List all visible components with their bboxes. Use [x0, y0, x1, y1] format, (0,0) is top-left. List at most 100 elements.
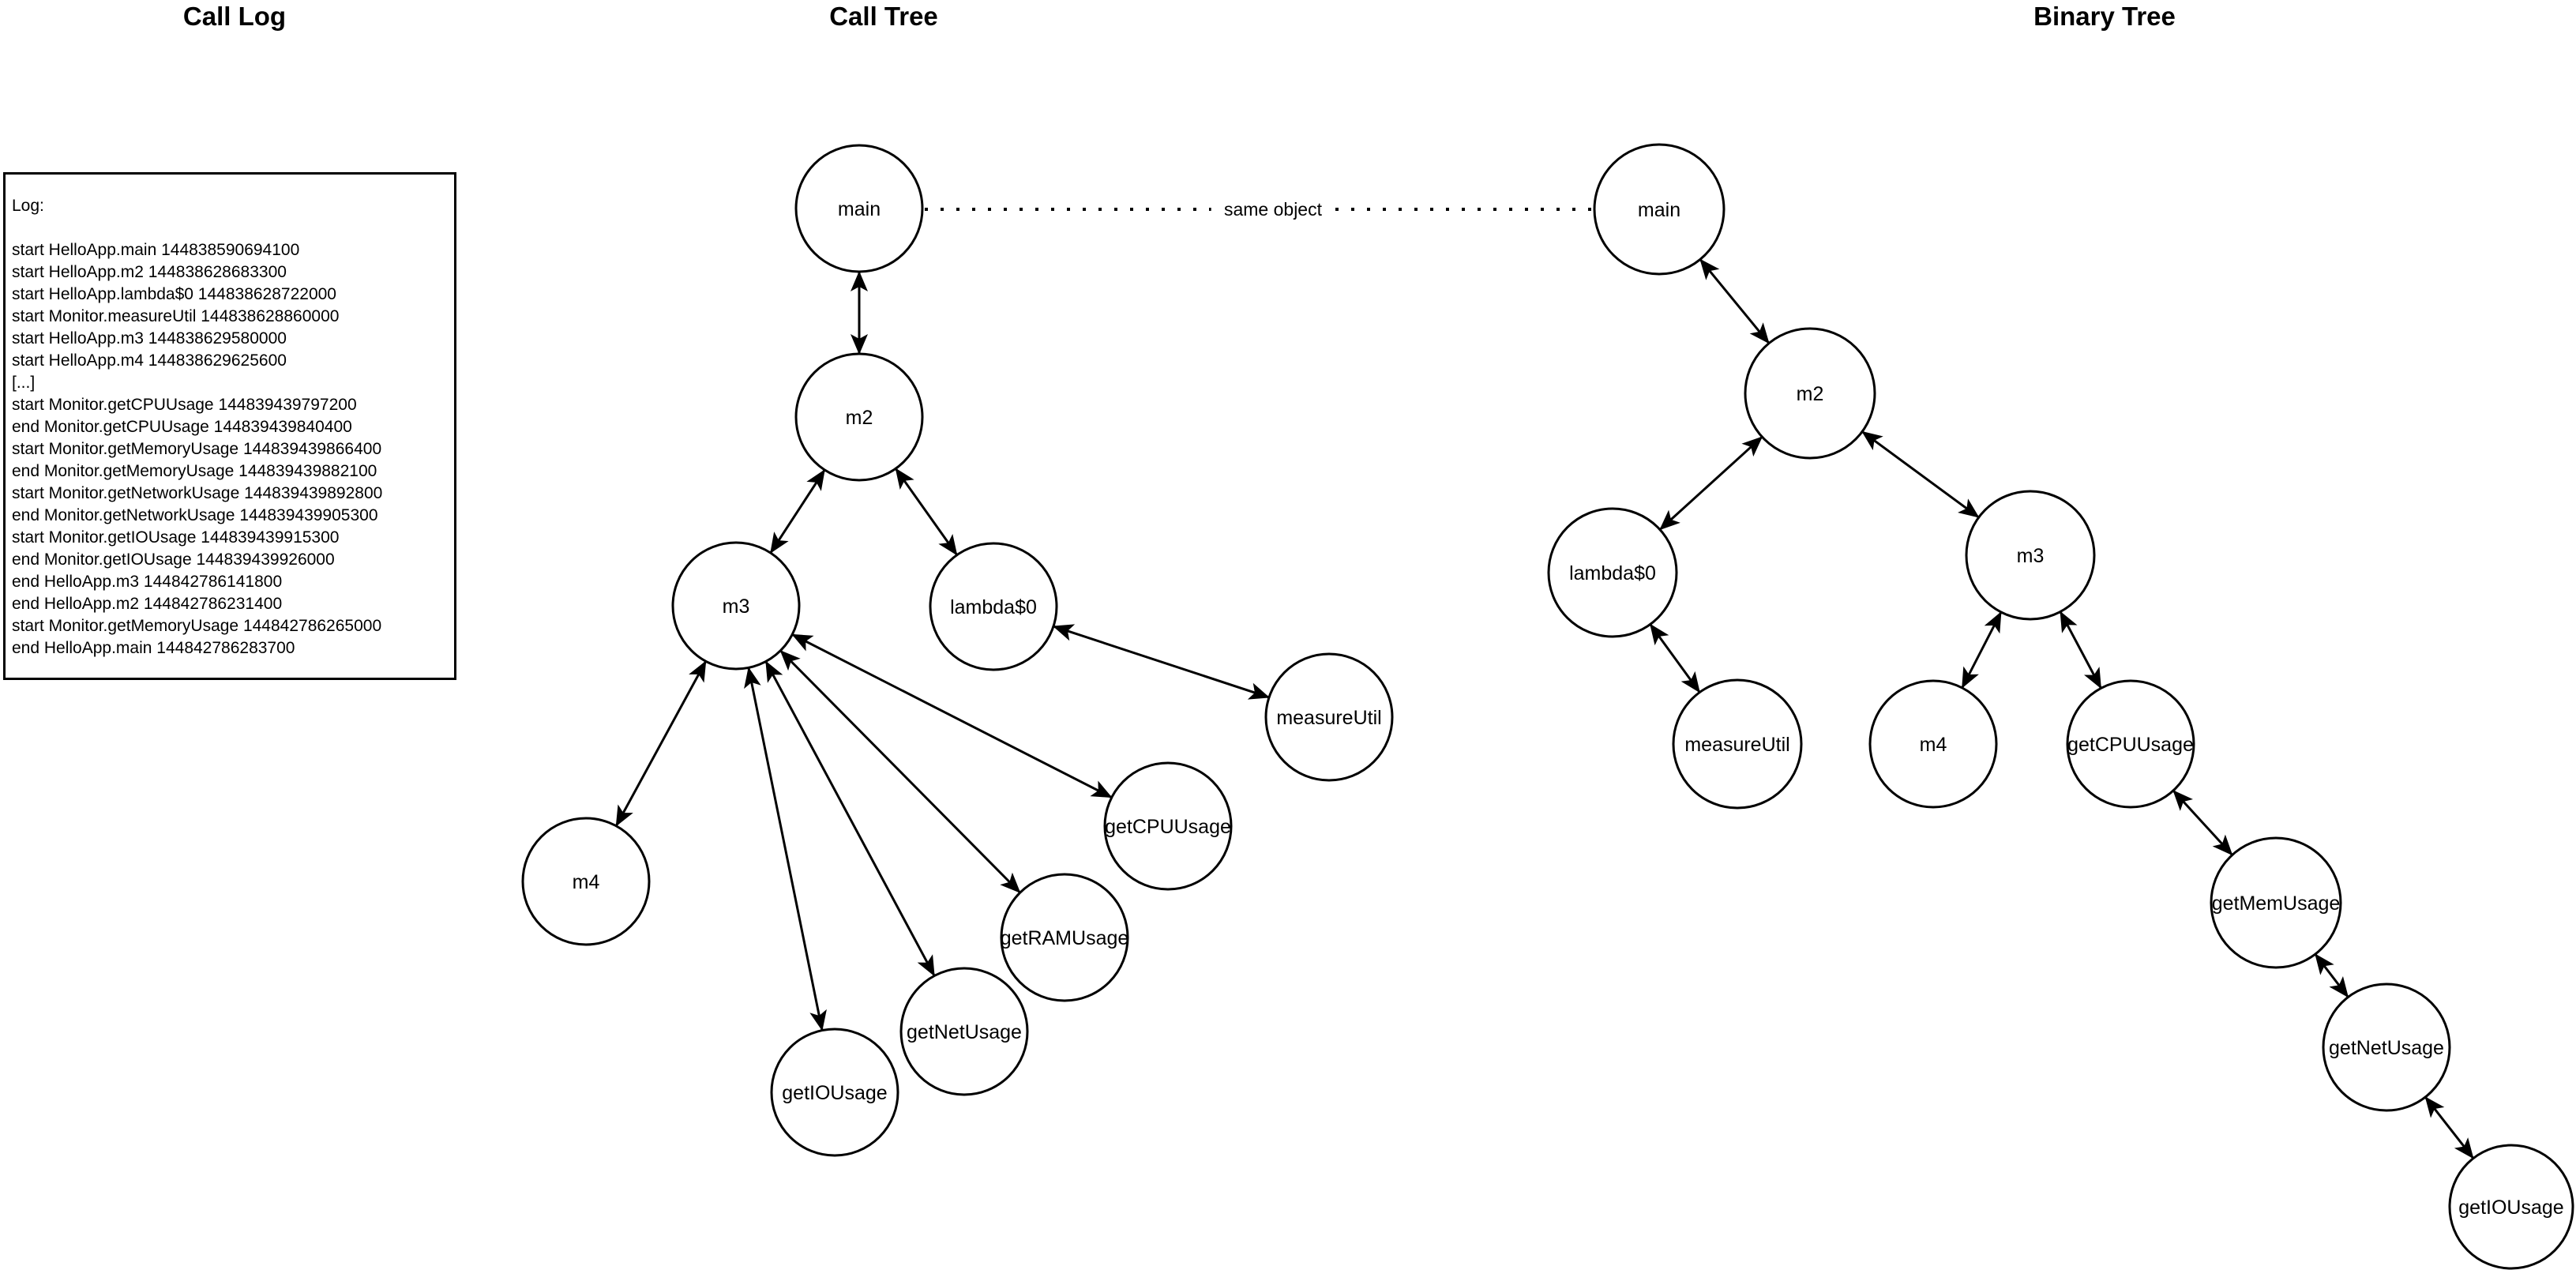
call-tree-node-label-m4: m4 [573, 871, 600, 893]
binary-tree-node-circle-m2 [1744, 327, 1876, 460]
binary-tree-edge-getCPUUsage-getMemUsage [2172, 790, 2233, 856]
call-tree-edge-m2-m3 [770, 469, 825, 554]
call-tree-node-label-getNetUsage: getNetUsage [907, 1021, 1022, 1043]
log-line: [...] [12, 374, 36, 392]
call-tree-node-circle-getIOUsage [770, 1028, 899, 1157]
binary-tree-edge-lambda0-measureUtil [1650, 623, 1700, 693]
binary-tree-node-m4: m4 [1868, 679, 1998, 809]
call-tree-edge-m3-m4 [615, 660, 707, 827]
log-line: start Monitor.getNetworkUsage 1448394398… [12, 484, 383, 502]
binary-tree-node-m2: m2 [1744, 327, 1876, 460]
log-line: end HelloApp.m3 144842786141800 [12, 573, 283, 591]
binary-tree-node-circle-getNetUsage [2322, 983, 2451, 1112]
section-title-binary-tree: Binary Tree [2033, 2, 2176, 31]
call-tree-node-label-measureUtil: measureUtil [1276, 707, 1381, 729]
call-tree-node-circle-m2 [794, 352, 924, 482]
call-tree-node-m2: m2 [794, 352, 924, 482]
log-line: start HelloApp.lambda$0 144838628722000 [12, 285, 336, 303]
call-tree-node-measureUtil: measureUtil [1264, 652, 1394, 782]
binary-tree-edge-m2-lambda0 [1659, 436, 1763, 531]
call-tree-node-circle-m4 [521, 817, 651, 946]
edges-layer [615, 258, 2474, 1159]
binary-tree-node-main: main [1593, 143, 1725, 276]
binary-tree-node-measureUtil: measureUtil [1672, 678, 1803, 810]
log-line: start HelloApp.m3 144838629580000 [12, 329, 287, 348]
call-tree-node-circle-getNetUsage [899, 967, 1029, 1096]
binary-tree-node-circle-getCPUUsage [2066, 679, 2195, 809]
call-tree-edge-m3-getIOUsage [744, 667, 827, 1031]
binary-tree-node-circle-getIOUsage [2448, 1144, 2574, 1270]
binary-tree-node-label-getNetUsage: getNetUsage [2329, 1037, 2444, 1059]
call-tree-node-circle-getCPUUsage [1103, 761, 1233, 891]
binary-tree-node-lambda0: lambda$0 [1547, 507, 1678, 638]
call-tree-node-circle-m3 [671, 541, 801, 671]
call-tree-node-label-getCPUUsage: getCPUUsage [1105, 816, 1231, 838]
binary-tree-node-circle-main [1593, 143, 1725, 276]
call-tree-node-getRAMUsage: getRAMUsage [1000, 873, 1129, 1002]
log-line: start HelloApp.m2 144838628683300 [12, 263, 287, 281]
binary-tree-node-label-main: main [1638, 199, 1680, 221]
log-line: start Monitor.getMemoryUsage 14483943986… [12, 440, 382, 458]
log-heading: Log: [12, 197, 44, 215]
log-line: end HelloApp.m2 144842786231400 [12, 595, 283, 613]
binary-tree-edge-m2-m3 [1861, 430, 1980, 518]
log-line: start Monitor.getMemoryUsage 14484278626… [12, 617, 382, 635]
call-tree-node-getCPUUsage: getCPUUsage [1103, 761, 1233, 891]
same-object-label-background [1211, 195, 1335, 224]
call-tree-node-label-m2: m2 [846, 407, 873, 429]
call-tree-edge-m2-lambda0 [895, 468, 958, 556]
log-line: start Monitor.measureUtil 14483862886000… [12, 307, 340, 325]
binary-tree-edge-m3-getCPUUsage [2060, 611, 2102, 689]
call-tree-node-circle-main [794, 144, 924, 273]
log-line: start HelloApp.main 144838590694100 [12, 241, 300, 259]
same-object-link-layer: same object [925, 195, 1592, 224]
binary-tree-node-label-m3: m3 [2017, 545, 2045, 567]
binary-tree-node-label-lambda0: lambda$0 [1569, 562, 1656, 584]
call-tree-node-label-getRAMUsage: getRAMUsage [1001, 927, 1129, 949]
log-line: end Monitor.getCPUUsage 144839439840400 [12, 418, 352, 436]
call-tree-node-label-m3: m3 [723, 596, 750, 618]
binary-tree-edge-m3-m4 [1961, 611, 2002, 689]
call-tree-node-label-lambda0: lambda$0 [950, 596, 1037, 618]
nodes-layer: main m2 m3 lambda$0 measureUtil getCPUUsage ge… [521, 143, 2574, 1270]
binary-tree-node-circle-lambda0 [1547, 507, 1678, 638]
call-tree-node-circle-lambda0 [929, 542, 1058, 671]
call-tree-edge-m3-getNetUsage [764, 660, 936, 977]
binary-tree-node-label-getIOUsage: getIOUsage [2458, 1197, 2563, 1219]
binary-tree-node-circle-measureUtil [1672, 678, 1803, 810]
log-lines: start HelloApp.main 144838590694100 start… [12, 239, 448, 659]
binary-tree-node-getCPUUsage: getCPUUsage [2066, 679, 2195, 809]
call-tree-node-label-main: main [838, 198, 881, 220]
call-tree-edge-lambda0-measureUtil [1053, 624, 1270, 700]
binary-tree-edge-getMemUsage-getNetUsage [2315, 953, 2349, 998]
binary-tree-node-circle-m3 [1965, 490, 2096, 621]
binary-tree-node-getMemUsage: getMemUsage [2210, 836, 2342, 969]
log-line: start HelloApp.m4 144838629625600 [12, 351, 287, 370]
call-tree-node-circle-getRAMUsage [1000, 873, 1129, 1002]
binary-tree-node-getIOUsage: getIOUsage [2448, 1144, 2574, 1270]
call-tree-node-m3: m3 [671, 541, 801, 671]
call-tree-node-circle-measureUtil [1264, 652, 1394, 782]
binary-tree-node-circle-m4 [1868, 679, 1998, 809]
call-tree-node-getIOUsage: getIOUsage [770, 1028, 899, 1157]
call-tree-edge-m3-getRAMUsage [779, 650, 1021, 893]
binary-tree-edge-getNetUsage-getIOUsage [2424, 1096, 2474, 1159]
call-tree-node-lambda0: lambda$0 [929, 542, 1058, 671]
binary-tree-node-m3: m3 [1965, 490, 2096, 621]
call-tree-node-main: main [794, 144, 924, 273]
log-line: end HelloApp.main 144842786283700 [12, 639, 295, 657]
call-tree-node-m4: m4 [521, 817, 651, 946]
call-tree-node-getNetUsage: getNetUsage [899, 967, 1029, 1096]
binary-tree-node-circle-getMemUsage [2210, 836, 2342, 969]
binary-tree-node-getNetUsage: getNetUsage [2322, 983, 2451, 1112]
binary-tree-node-label-getMemUsage: getMemUsage [2212, 892, 2341, 915]
binary-tree-node-label-m4: m4 [1920, 734, 1947, 756]
log-line: end Monitor.getNetworkUsage 144839439905… [12, 506, 378, 524]
binary-tree-node-label-m2: m2 [1797, 383, 1824, 405]
section-title-call-tree: Call Tree [829, 2, 938, 31]
log-line: start Monitor.getCPUUsage 14483943979720… [12, 396, 357, 414]
binary-tree-node-label-getCPUUsage: getCPUUsage [2067, 734, 2194, 756]
binary-tree-node-label-measureUtil: measureUtil [1684, 734, 1789, 756]
